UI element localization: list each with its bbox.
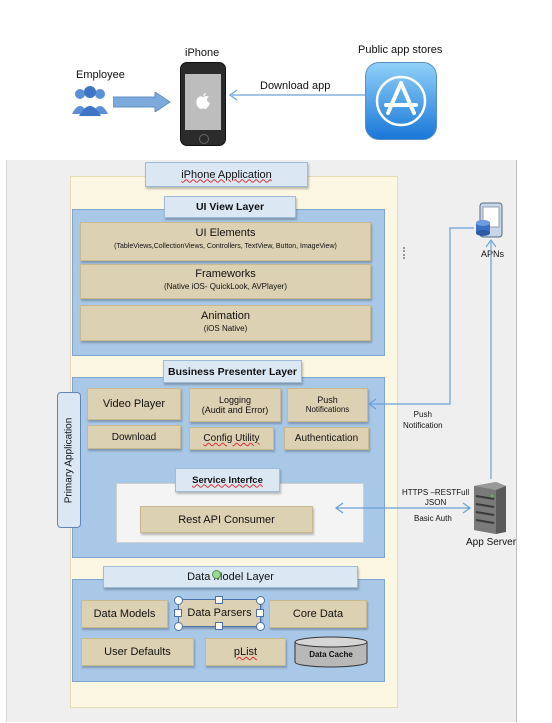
- push-notification-line1: Push: [413, 410, 432, 419]
- employee-to-iphone-arrow: [113, 92, 171, 112]
- selection-handle-br: [256, 622, 265, 631]
- selection-handle-tr: [256, 596, 265, 605]
- public-app-stores-label: Public app stores: [358, 44, 443, 56]
- selection-handle-bl: [174, 622, 183, 631]
- server-to-apns-line: [486, 238, 496, 479]
- iphone-screen: [185, 74, 221, 130]
- frameworks-sub: (Native iOS- QuickLook, AVPlayer): [163, 282, 287, 291]
- authentication-box: Authentication: [284, 427, 369, 450]
- ui-elements-title: UI Elements: [195, 227, 256, 239]
- push-notification-line2: Notification: [403, 421, 443, 430]
- push-notifications-box: Push Notifications: [287, 388, 368, 422]
- iphone-label: iPhone: [185, 47, 220, 59]
- user-defaults-box: User Defaults: [81, 638, 194, 666]
- basic-auth-label: Basic Auth: [414, 514, 452, 523]
- push-notification-label: Push Notification: [403, 409, 443, 431]
- iphone-application-title-text: iPhone Application: [181, 168, 272, 181]
- data-models-box: Data Models: [81, 600, 168, 628]
- ui-view-layer-title: UI View Layer: [164, 196, 296, 218]
- video-player-box: Video Player: [87, 388, 181, 420]
- config-utility-text: Config Utility: [203, 433, 260, 444]
- dotted-mark: [403, 247, 407, 259]
- app-store-glyph-icon: [375, 75, 427, 127]
- logging-box: Logging (Audit and Error): [189, 388, 281, 422]
- primary-application-tab: Primary Application: [57, 392, 81, 528]
- apple-logo-icon: [196, 93, 210, 109]
- ui-elements-box: UI Elements (TableViews,CollectionViews,…: [80, 222, 371, 261]
- employee-group-icon: [72, 86, 108, 116]
- frameworks-title: Frameworks: [195, 268, 256, 280]
- push-notifications-line1: Push: [317, 395, 338, 405]
- download-app-label: Download app: [260, 80, 331, 92]
- selection-handle-tm: [215, 596, 223, 604]
- animation-sub: (iOS Native): [203, 324, 248, 333]
- business-presenter-layer-title: Business Presenter Layer: [163, 360, 302, 383]
- plist-text: pList: [233, 646, 258, 658]
- selection-handle-mr: [256, 609, 264, 617]
- service-interface-text: Service Interfce: [192, 474, 263, 486]
- apns-label: APNs: [481, 249, 505, 259]
- employee-label: Employee: [76, 69, 125, 81]
- app-server-icon: [474, 482, 506, 534]
- app-server-label: App Server: [466, 537, 517, 548]
- apns-server-icon: [476, 202, 503, 238]
- https-line1: HTTPS –RESTFull: [402, 488, 470, 497]
- primary-application-label: Primary Application: [63, 417, 75, 503]
- https-line2: JSON: [424, 498, 447, 507]
- frameworks-box: Frameworks (Native iOS- QuickLook, AVPla…: [80, 264, 371, 299]
- data-cache-cylinder: [294, 636, 368, 668]
- animation-box: Animation (iOS Native): [80, 305, 371, 341]
- basic-auth-text: Basic Auth: [414, 514, 452, 523]
- app-store-icon: [365, 62, 437, 140]
- selection-handle-bm: [215, 622, 223, 630]
- service-to-server-arrow: [334, 502, 472, 514]
- logging-line1: Logging: [218, 395, 252, 405]
- logging-line2: (Audit and Error): [201, 405, 269, 415]
- https-label: HTTPS –RESTFull JSON: [402, 488, 469, 508]
- ui-elements-sub: (TableViews,CollectionViews, Controllers…: [114, 243, 337, 250]
- rest-api-consumer-box: Rest API Consumer: [140, 506, 313, 533]
- config-utility-box: Config Utility: [189, 427, 274, 450]
- selection-handle-ml: [174, 609, 182, 617]
- iphone-home-button: [199, 134, 209, 144]
- iphone-device: [180, 62, 226, 146]
- apns-to-push-arrow: [367, 227, 474, 410]
- animation-title: Animation: [201, 310, 250, 322]
- store-to-iphone-arrow: [228, 89, 366, 101]
- download-box: Download: [87, 425, 181, 449]
- data-model-layer-title: Data Model Layer: [103, 566, 358, 588]
- right-divider: [516, 160, 517, 722]
- connector-dot: [212, 570, 221, 579]
- service-interface-title: Service Interfce: [175, 468, 280, 492]
- data-cache-label: Data Cache: [309, 649, 353, 659]
- core-data-box: Core Data: [269, 600, 367, 628]
- iphone-application-title: iPhone Application: [145, 162, 308, 187]
- selection-handle-tl: [174, 596, 183, 605]
- plist-box: pList: [205, 638, 286, 666]
- push-notifications-line2: Notifications: [305, 405, 350, 414]
